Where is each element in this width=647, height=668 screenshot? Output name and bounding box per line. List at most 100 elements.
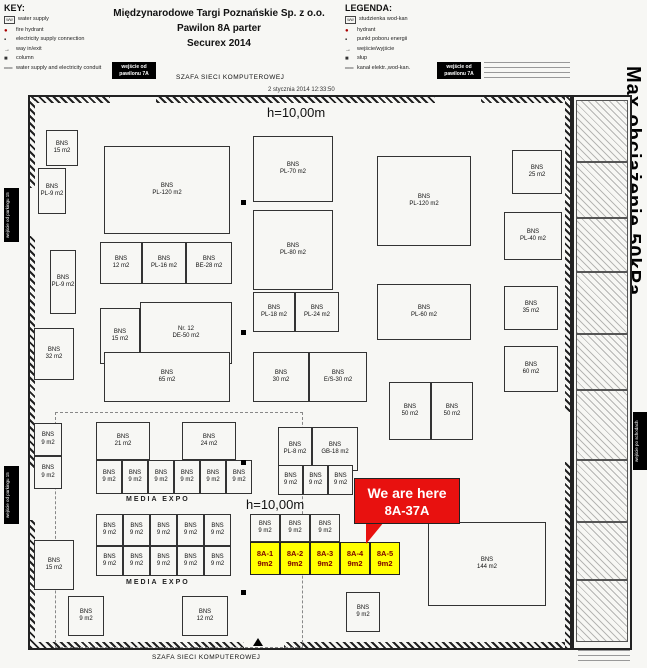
column-marker	[241, 330, 246, 335]
legend-item: ●hydrant	[345, 27, 480, 34]
drawing-stamp-bottom	[578, 650, 630, 661]
column-icon: ■	[345, 56, 349, 62]
drawing-stamp-top	[484, 62, 570, 78]
door-bottom	[244, 642, 284, 648]
timestamp: 2 stycznia 2014 12:33:50	[268, 87, 335, 93]
legend-item: ■ słup	[345, 56, 480, 62]
bottom-entrance-arrow-icon	[253, 638, 263, 646]
side-room	[576, 162, 628, 218]
event-title: Securex 2014	[187, 38, 251, 49]
pavilion-title: Pawilon 8A parter	[176, 23, 262, 34]
media-expo-lower-label: MEDIA EXPO	[126, 579, 190, 586]
way-in-exit-icon: →	[4, 46, 10, 53]
water-supply-icon: ww	[4, 16, 15, 24]
hall-height-label-mid: h=10,00m	[246, 497, 305, 512]
entrance-parking-lower-badge: wejście od parkingu 15	[4, 466, 19, 524]
wall-left	[30, 97, 35, 648]
side-room	[576, 100, 628, 162]
electricity-connection-icon: ▪	[4, 37, 7, 43]
legend-item: →way in/exit	[4, 46, 122, 53]
conduit-icon: ══	[4, 65, 13, 72]
column-marker	[241, 200, 246, 205]
hall-height-label-top: h=10,00m	[267, 105, 326, 120]
side-room	[576, 334, 628, 390]
side-room	[576, 390, 628, 460]
szafa-top-label: SZAFA SIECI KOMPUTEROWEJ	[176, 74, 285, 81]
legend-item: ●fire hydrant	[4, 26, 122, 33]
power-point-icon: ▪	[345, 37, 348, 43]
legend-item-label: wejście/wyjście	[357, 45, 395, 52]
side-room	[576, 218, 628, 272]
conduit-icon: ══	[345, 65, 354, 72]
callout-arrow	[366, 522, 384, 544]
plan-outline	[28, 95, 572, 650]
side-room	[576, 460, 628, 522]
legend-item-label: słup	[357, 55, 368, 62]
legend-item-label: fire hydrant	[16, 26, 44, 33]
side-room	[576, 272, 628, 334]
legend-item-label: electricity supply connection	[16, 36, 85, 43]
legend-item: ■column	[4, 56, 122, 62]
szafa-bottom-label: SZAFA SIECI KOMPUTEROWEJ	[152, 654, 261, 661]
legend-item-label: kanał elektr.,wod-kan.	[357, 64, 411, 71]
entrance-parking-upper-badge: wejście od parkingu 15	[4, 188, 19, 242]
wall-right	[565, 97, 570, 648]
legend-item: ══kanał elektr.,wod-kan.	[345, 64, 480, 72]
organizer-title: Międzynarodowe Targi Poznańskie Sp. z o.…	[113, 8, 325, 19]
legend-item: ▪ punkt poboru energii	[345, 37, 480, 43]
door-top-right	[435, 97, 481, 103]
door-right	[565, 412, 570, 462]
media-expo-upper-label: MEDIA EXPO	[126, 496, 190, 503]
legend-item-label: punkt poboru energii	[357, 36, 408, 43]
legend-item-label: water supply and electricity conduit	[16, 64, 102, 71]
entrance-pavilion-7a-left-badge: wejście od pawilonu 7A	[112, 62, 156, 79]
column-marker	[241, 460, 246, 465]
legenda-title: LEGENDA:	[345, 3, 392, 13]
hydrant-icon: ●	[345, 27, 349, 34]
door-left-upper	[30, 188, 35, 236]
column-icon: ■	[4, 56, 8, 62]
